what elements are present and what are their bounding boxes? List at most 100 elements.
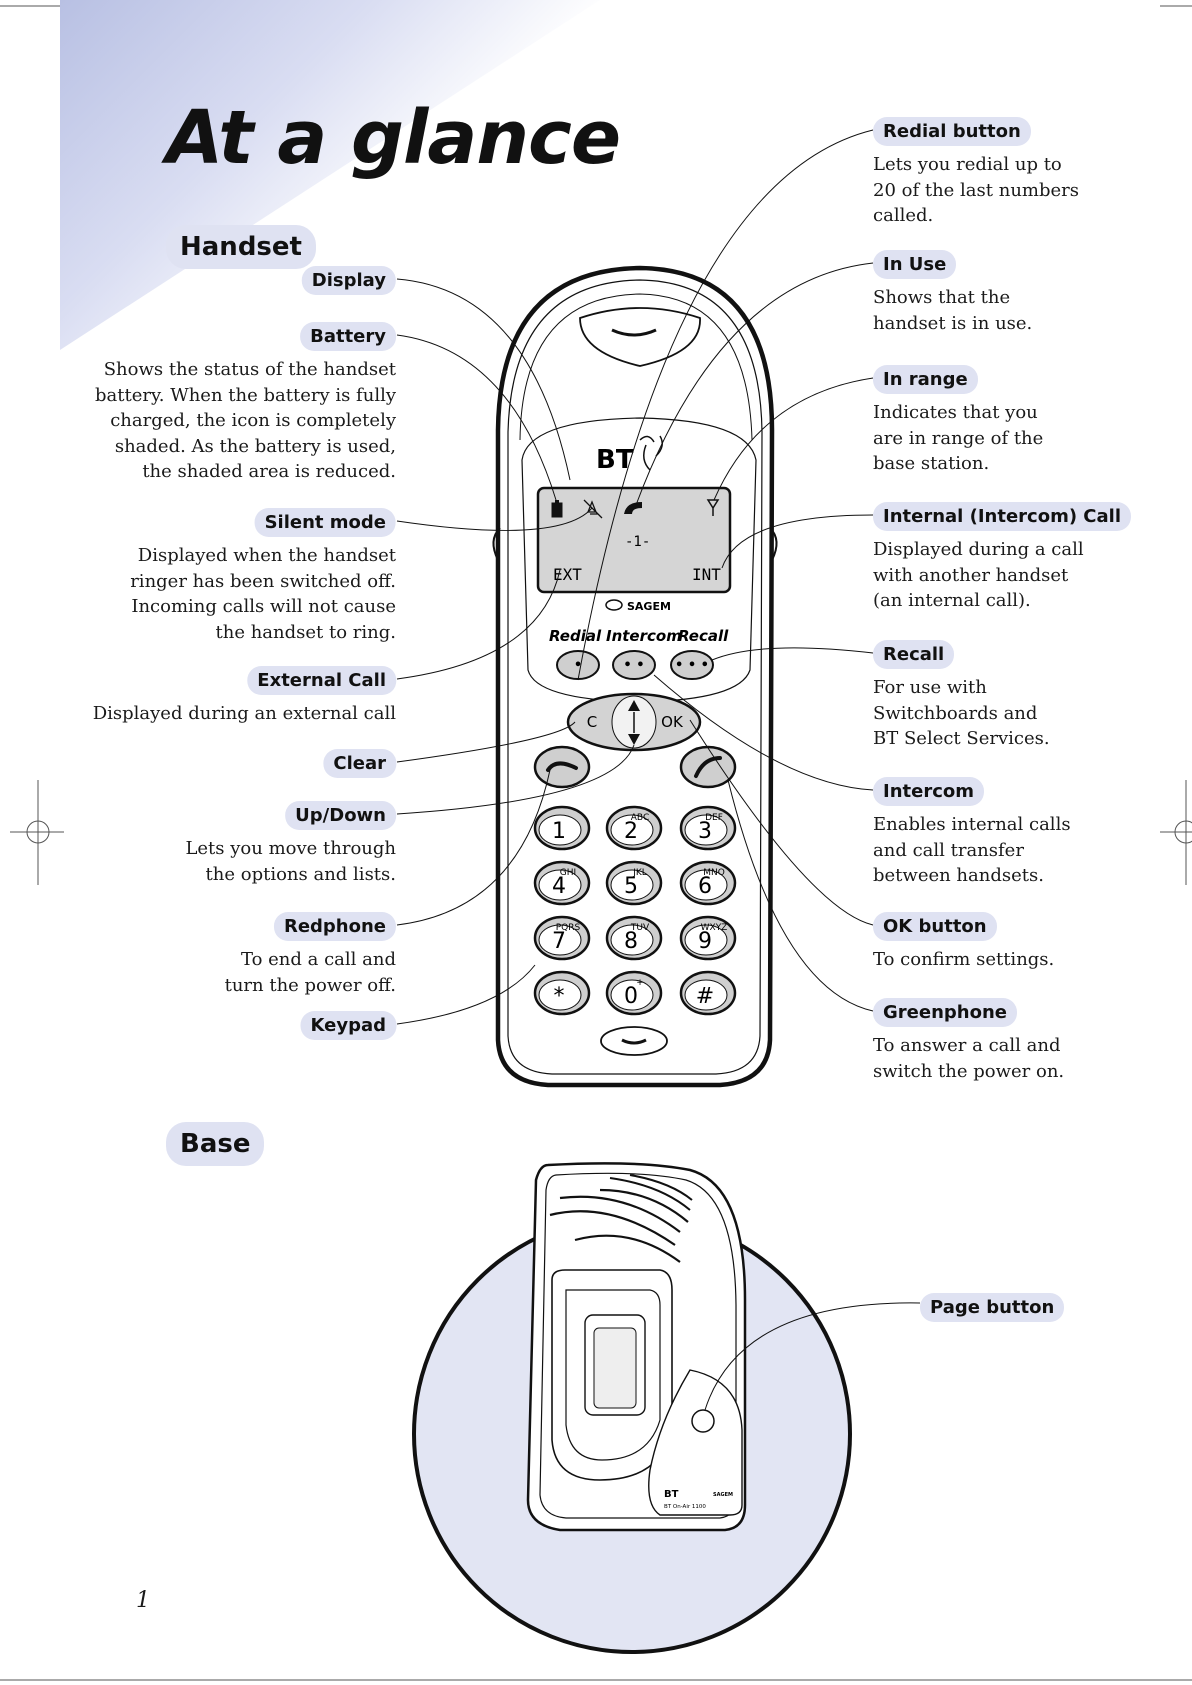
handset-brand: BT [596, 445, 634, 475]
svg-text:• •: • • [623, 658, 644, 673]
leader-intercom [653, 674, 874, 791]
page-number: 1 [136, 1588, 150, 1613]
intercom-key-label: Intercom [606, 627, 682, 645]
leader-battery [396, 334, 557, 501]
redphone-key[interactable] [533, 745, 591, 789]
label-external-call: External Call [247, 666, 396, 695]
key-letters: MNO [703, 868, 725, 878]
page-button-shape[interactable] [691, 1409, 715, 1433]
key-digit: * [554, 984, 565, 1009]
clear-key-label: C [587, 713, 597, 731]
handset-maker: SAGEM [627, 600, 671, 613]
desc-redphone: To end a call and turn the power off. [224, 949, 396, 996]
key-letters: DEF [705, 813, 723, 823]
recall-key-label: Recall [678, 627, 729, 645]
leader-display [396, 278, 571, 481]
microphone [600, 1026, 668, 1056]
key-digit: 8 [624, 929, 638, 954]
key-0[interactable]: 0+ [605, 970, 663, 1016]
base-maker: SAGEM [713, 1492, 733, 1498]
greenphone-key[interactable] [679, 745, 737, 789]
display-ext-indicator: EXT [553, 565, 582, 584]
leader-internal-call [721, 514, 874, 569]
end-call-icon [546, 761, 578, 772]
desc-up-down: Lets you move through the options and li… [185, 838, 396, 885]
label-page-button: Page button [920, 1293, 1065, 1322]
in-range-icon [706, 499, 720, 516]
svg-text:• • •: • • • [675, 658, 709, 673]
svg-text:•: • [574, 658, 582, 673]
key-letters: ABC [631, 813, 649, 823]
desc-recall: For use with Switchboards and BT Select … [873, 677, 1050, 749]
leader-in-range [713, 377, 874, 501]
answer-call-icon [694, 756, 722, 778]
leader-page [704, 1302, 921, 1411]
label-internal-call: Internal (Intercom) Call [873, 502, 1132, 531]
desc-external-call: Displayed during an external call [92, 703, 396, 724]
registration-mark-right [1160, 780, 1192, 885]
key-digit: 2 [624, 819, 638, 844]
label-in-use: In Use [873, 250, 957, 279]
base-brand: BT [664, 1489, 679, 1500]
leader-redial [577, 129, 874, 681]
label-keypad: Keypad [300, 1011, 396, 1040]
recall-key[interactable]: • • • [670, 650, 714, 680]
redial-key[interactable]: • [556, 650, 600, 680]
leader-external-call [396, 569, 561, 680]
intercom-key[interactable]: • • [612, 650, 656, 680]
key-letters: + [636, 978, 644, 988]
key-digit: # [696, 984, 714, 1009]
label-in-range: In range [873, 365, 978, 394]
desc-internal-call: Displayed during a call with another han… [873, 539, 1084, 611]
battery-icon [551, 502, 563, 518]
up-down-arrow-icon [628, 700, 640, 745]
leader-ok [689, 719, 874, 926]
label-redial-button: Redial button [873, 117, 1031, 146]
label-up-down: Up/Down [285, 801, 396, 830]
key-letters: PQRS [556, 923, 581, 933]
leader-lines [396, 129, 921, 1411]
sagem-logo-icon [605, 599, 623, 611]
label-silent-mode: Silent mode [254, 508, 396, 537]
leader-recall [711, 647, 874, 661]
key-digit: 6 [698, 874, 712, 899]
page-title: At a glance [166, 95, 621, 181]
key-hash[interactable]: # [679, 970, 737, 1016]
key-star[interactable]: * [533, 970, 591, 1016]
label-redphone: Redphone [273, 912, 396, 941]
key-letters: TUV [630, 923, 650, 933]
key-letters: WXYZ [701, 923, 728, 933]
desc-battery: Shows the status of the handset battery.… [95, 359, 396, 482]
navigation-key[interactable]: C OK [566, 692, 702, 752]
key-digit: 9 [698, 929, 712, 954]
redial-key-label: Redial [549, 627, 602, 645]
display-int-indicator: INT [692, 565, 721, 584]
leader-redphone [396, 769, 551, 926]
label-ok-button: OK button [873, 912, 997, 941]
desc-ok-button: To confirm settings. [873, 949, 1055, 970]
handset-body: BT -1- EXT INT SAGEM Redial Intercom Rec… [492, 265, 778, 1088]
label-intercom: Intercom [873, 777, 984, 806]
desc-in-use: Shows that the handset is in use. [873, 287, 1033, 334]
silent-mode-icon [583, 499, 603, 519]
leader-in-use [635, 262, 874, 506]
key-digit: 1 [552, 819, 566, 844]
label-clear: Clear [323, 749, 396, 778]
registration-mark-left [10, 780, 64, 885]
leader-silent-mode [396, 507, 593, 531]
key-1[interactable]: 1 [533, 805, 591, 851]
label-greenphone: Greenphone [873, 998, 1017, 1027]
key-digit: 4 [552, 874, 566, 899]
key-digit: 7 [552, 929, 566, 954]
desc-greenphone: To answer a call and switch the power on… [873, 1035, 1065, 1082]
